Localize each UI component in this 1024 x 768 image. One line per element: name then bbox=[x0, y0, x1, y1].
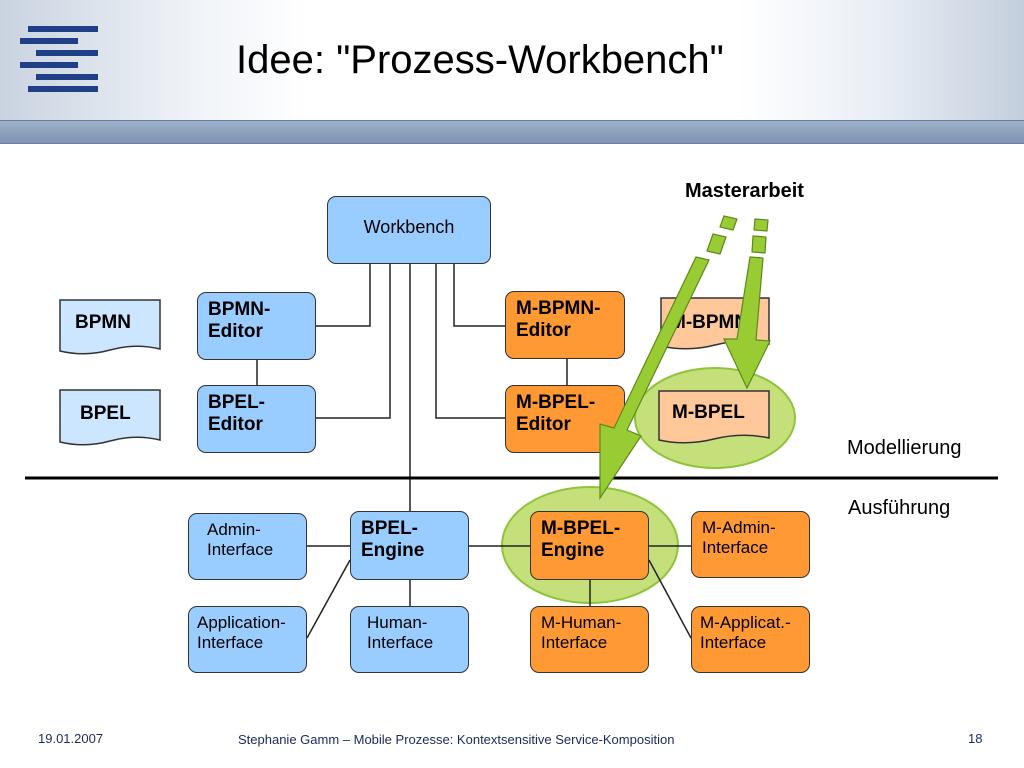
bpel-engine-line2: Engine bbox=[361, 539, 425, 561]
arrow-dash-1 bbox=[719, 215, 738, 231]
m-bpmn-editor-line2: Editor bbox=[516, 319, 571, 341]
doc-bpel: BPEL bbox=[80, 403, 131, 424]
arrow-to-m-bpel-icon bbox=[723, 256, 771, 390]
m-admin-interface-node: M-Admin- Interface bbox=[691, 511, 810, 578]
m-bpmn-editor-line1: M-BPMN- bbox=[516, 298, 601, 319]
admin-interface-line1: Admin- bbox=[207, 520, 261, 539]
arrow-to-engine-icon bbox=[599, 256, 710, 500]
footer-text: Stephanie Gamm – Mobile Prozesse: Kontex… bbox=[238, 732, 675, 747]
admin-interface-line2: Interface bbox=[207, 539, 274, 559]
bpel-editor-line1: BPEL- bbox=[208, 392, 265, 413]
bpel-engine-line1: BPEL- bbox=[361, 518, 418, 539]
human-interface-line2: Interface bbox=[367, 632, 434, 652]
bpmn-editor-line2: Editor bbox=[208, 320, 263, 342]
doc-m-bpel-shape bbox=[658, 390, 770, 444]
masterarbeit-label: Masterarbeit bbox=[685, 180, 804, 202]
doc-m-bpmn: M-BPMN bbox=[670, 312, 749, 333]
modellierung-label: Modellierung bbox=[847, 437, 962, 459]
admin-interface-node: Admin- Interface bbox=[188, 513, 307, 580]
bpmn-editor-node: BPMN- Editor bbox=[197, 292, 316, 360]
m-human-interface-line2: Interface bbox=[541, 632, 608, 652]
bpel-engine-node: BPEL- Engine bbox=[350, 511, 469, 580]
workbench-node: Workbench bbox=[327, 196, 491, 264]
arrow-dash-4 bbox=[751, 235, 767, 254]
m-bpel-engine-line1: M-BPEL- bbox=[541, 518, 621, 539]
bpmn-editor-line1: BPMN- bbox=[208, 299, 271, 320]
application-interface-node: Application- Interface bbox=[188, 606, 307, 673]
m-bpmn-editor-node: M-BPMN- Editor bbox=[505, 291, 625, 359]
header-background bbox=[0, 0, 1024, 120]
doc-bpel-shape bbox=[59, 389, 161, 446]
human-interface-line1: Human- bbox=[367, 613, 428, 632]
arrow-dash-3 bbox=[753, 218, 769, 232]
m-bpel-engine-node: M-BPEL- Engine bbox=[530, 511, 649, 580]
ausfuehrung-label: Ausführung bbox=[848, 497, 951, 519]
bpel-editor-line2: Editor bbox=[208, 413, 263, 435]
m-admin-interface-line1: M-Admin- bbox=[702, 518, 776, 537]
m-bpel-editor-line2: Editor bbox=[516, 413, 571, 435]
header-bar bbox=[0, 120, 1024, 144]
bpel-editor-node: BPEL- Editor bbox=[197, 385, 316, 453]
application-interface-line1: Application- bbox=[197, 613, 286, 632]
m-applicat-interface-node: M-Applicat.- Interface bbox=[691, 606, 810, 673]
m-applicat-interface-line2: Interface bbox=[700, 632, 767, 652]
slide-title: Idee: "Prozess-Workbench" bbox=[236, 38, 724, 82]
logo-icon bbox=[18, 18, 100, 98]
m-bpel-engine-line2: Engine bbox=[541, 539, 605, 561]
footer-page-number: 18 bbox=[968, 731, 983, 746]
workbench-label: Workbench bbox=[363, 217, 455, 237]
doc-m-bpel: M-BPEL bbox=[672, 402, 745, 423]
m-bpel-editor-line1: M-BPEL- bbox=[516, 392, 596, 413]
m-human-interface-node: M-Human- Interface bbox=[530, 606, 649, 673]
doc-bpmn: BPMN bbox=[75, 312, 131, 333]
footer-date: 19.01.2007 bbox=[38, 731, 104, 746]
m-applicat-interface-line1: M-Applicat.- bbox=[700, 613, 791, 632]
doc-bpmn-shape bbox=[59, 299, 161, 355]
connectors bbox=[256, 264, 692, 639]
application-interface-line2: Interface bbox=[197, 632, 264, 652]
arrow-dash-2 bbox=[706, 233, 727, 255]
human-interface-node: Human- Interface bbox=[350, 606, 469, 673]
m-admin-interface-line2: Interface bbox=[702, 537, 769, 557]
m-human-interface-line1: M-Human- bbox=[541, 613, 622, 632]
